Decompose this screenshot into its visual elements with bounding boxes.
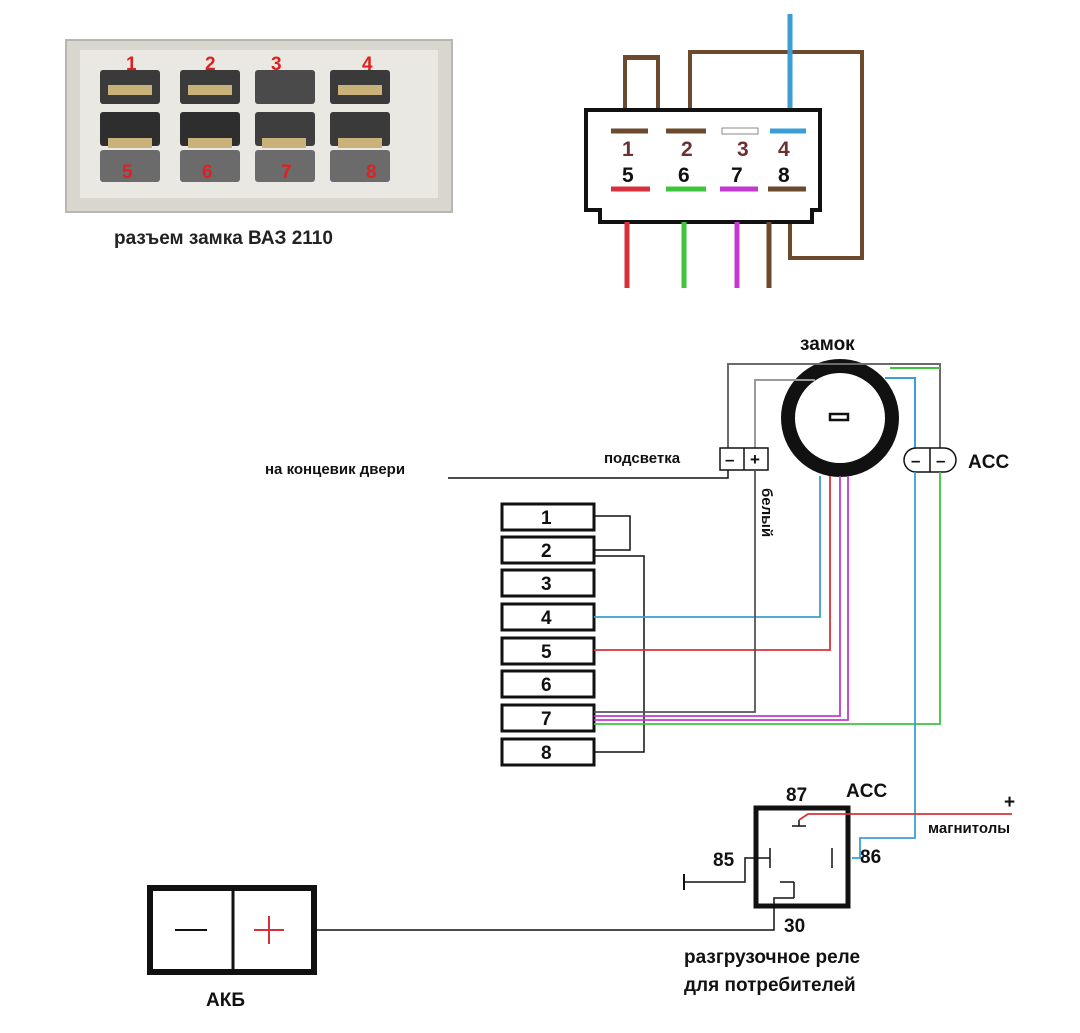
wire-blue-4 bbox=[594, 476, 821, 618]
unload-relay: 87 ACC 85 86 30 + магнитолы разгрузочное… bbox=[316, 781, 1015, 996]
connector-pin-8: 8 bbox=[778, 164, 790, 187]
wire-green-7 bbox=[594, 472, 941, 725]
photo-pin-2: 2 bbox=[205, 54, 216, 75]
wire-30-to-battery bbox=[316, 897, 794, 931]
relay-caption-line2: для потребителей bbox=[684, 975, 856, 996]
photo-pin-6: 6 bbox=[202, 162, 213, 183]
wire-gray-frame bbox=[727, 363, 941, 450]
radio-plus: + bbox=[1004, 792, 1015, 813]
wire-blue-acc-to-86 bbox=[852, 472, 916, 859]
lock-center-slot bbox=[828, 412, 850, 422]
photo-pin-3: 3 bbox=[271, 54, 282, 75]
wire-87-to-radio bbox=[798, 813, 1012, 821]
block-pin-7 bbox=[500, 703, 596, 733]
photo-slots bbox=[100, 70, 390, 182]
connector-pin-3: 3 bbox=[737, 138, 749, 161]
backlight-label: подсветка bbox=[604, 450, 681, 467]
block-pin-3 bbox=[500, 568, 596, 598]
relay-pin-87: 87 bbox=[786, 785, 807, 806]
connector-schematic: 1 2 3 4 5 6 7 8 bbox=[584, 14, 864, 288]
relay-pin-86: 86 bbox=[860, 847, 881, 868]
block-pin-8 bbox=[500, 737, 596, 767]
connector-pin-numbers: 1 2 3 4 5 6 7 8 bbox=[622, 138, 790, 187]
relay-pin-30: 30 bbox=[784, 916, 805, 937]
photo-caption: разъем замка ВАЗ 2110 bbox=[114, 228, 333, 249]
connector-pin-6: 6 bbox=[678, 164, 690, 187]
door-switch-label: на концевик двери bbox=[265, 461, 405, 478]
photo-pin-4: 4 bbox=[362, 54, 373, 75]
block-pin-5-label: 5 bbox=[541, 642, 552, 663]
backlight-minus: – bbox=[725, 450, 734, 469]
jumper-1-2 bbox=[594, 515, 631, 551]
pin-block: 1 2 3 4 5 6 7 8 bbox=[500, 502, 645, 767]
wire-blue-to-acc bbox=[885, 377, 916, 450]
acc-minus-1: – bbox=[911, 451, 920, 470]
battery-label: АКБ bbox=[206, 990, 245, 1011]
wire-brown-pin1 bbox=[623, 55, 660, 108]
photo-pin-8: 8 bbox=[366, 162, 377, 183]
lock-title: замок bbox=[800, 334, 855, 355]
acc-minus-2: – bbox=[936, 451, 945, 470]
wire-magenta-7a bbox=[594, 476, 841, 717]
backlight-plus: + bbox=[750, 450, 760, 469]
connector-photo: 1 2 3 4 5 6 7 8 разъем замка ВАЗ 2110 bbox=[65, 39, 453, 249]
relay-caption-line1: разгрузочное реле bbox=[684, 947, 860, 968]
radio-label: магнитолы bbox=[928, 820, 1010, 837]
connector-pin-7: 7 bbox=[731, 164, 743, 187]
wire-magenta-7b bbox=[594, 476, 849, 721]
photo-pin-5: 5 bbox=[122, 162, 133, 183]
wire-85-ground bbox=[684, 857, 770, 883]
wire-white-7 bbox=[594, 470, 756, 713]
block-pin-3-label: 3 bbox=[541, 574, 552, 595]
block-wires bbox=[594, 470, 941, 859]
block-pin-1-label: 1 bbox=[541, 508, 552, 529]
block-pin-7-label: 7 bbox=[541, 709, 552, 730]
connector-body bbox=[584, 108, 822, 224]
block-pin-6-label: 6 bbox=[541, 675, 552, 696]
block-pin-2 bbox=[500, 535, 596, 565]
photo-pin-numbers: 1 2 3 4 5 6 7 8 bbox=[122, 54, 377, 183]
block-pin-5 bbox=[500, 636, 596, 666]
acc-label: ACC bbox=[968, 452, 1009, 473]
connector-pin-1: 1 bbox=[622, 138, 634, 161]
connector-pin-5: 5 bbox=[622, 164, 634, 187]
connector-pin-2: 2 bbox=[681, 138, 693, 161]
block-pin-6 bbox=[500, 669, 596, 699]
wire-red-5 bbox=[594, 476, 831, 651]
ignition-lock: замок подсветка – + – – ACC на концевик … bbox=[265, 334, 1009, 537]
wire-gray-inner bbox=[754, 379, 815, 450]
block-pin-1 bbox=[500, 502, 596, 532]
battery: АКБ bbox=[147, 885, 317, 1011]
relay-acc-label: ACC bbox=[846, 781, 887, 802]
photo-pin-7: 7 bbox=[281, 162, 292, 183]
wire-brown-pin2-to-pin8 bbox=[688, 50, 864, 260]
block-pin-8-label: 8 bbox=[541, 743, 552, 764]
jumper-2-8 bbox=[594, 555, 645, 753]
photo-pin-1: 1 bbox=[126, 54, 137, 75]
relay-pin-85: 85 bbox=[713, 850, 735, 871]
white-wire-label: белый bbox=[758, 488, 775, 537]
block-pin-2-label: 2 bbox=[541, 541, 552, 562]
connector-pin-4: 4 bbox=[778, 138, 790, 161]
pin-mark-3 bbox=[721, 127, 759, 135]
block-pin-4-label: 4 bbox=[541, 608, 552, 629]
wire-brown-loop bbox=[623, 56, 660, 108]
wire-door-switch bbox=[448, 470, 729, 479]
